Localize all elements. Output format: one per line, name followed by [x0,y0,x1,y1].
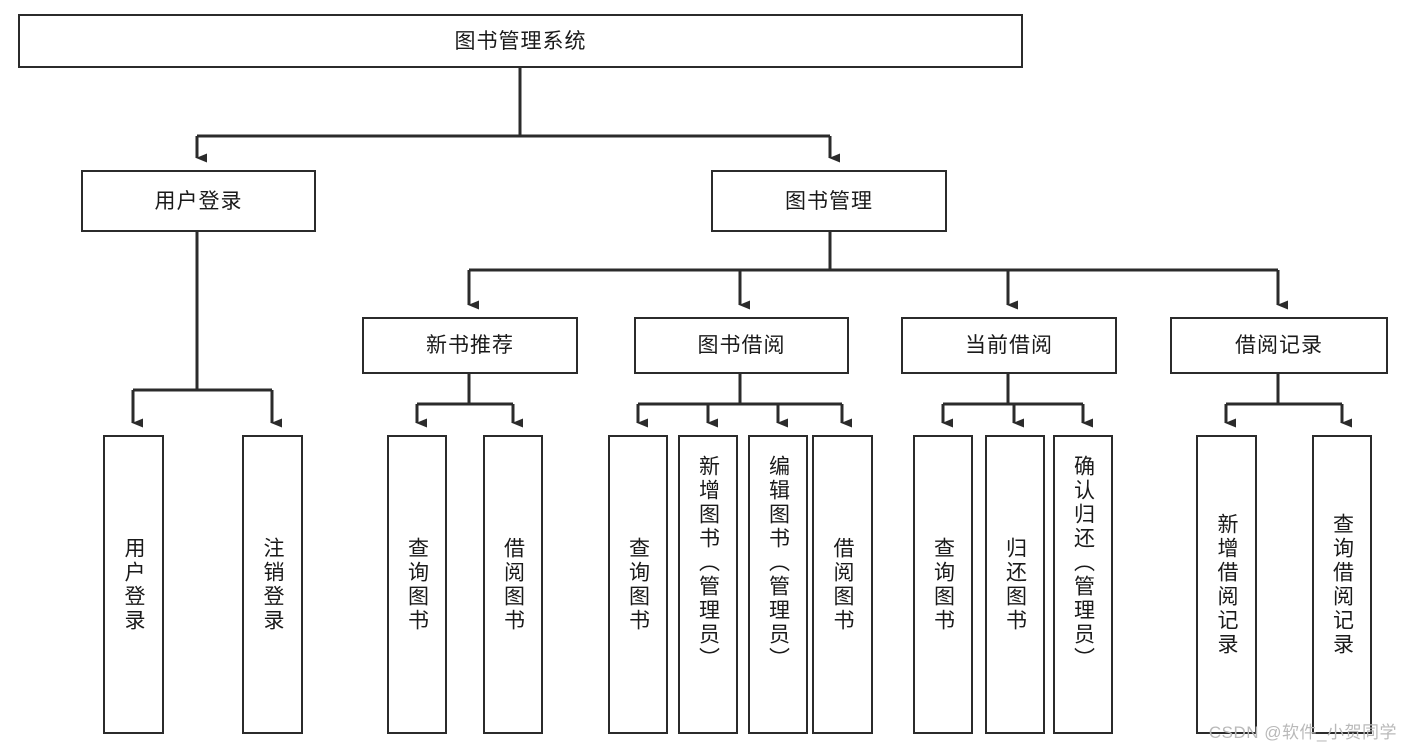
node-new-book-rec-label: 新书推荐 [426,334,514,357]
node-new-book-rec[interactable]: 新书推荐 [362,317,578,374]
node-leaf-confirm-return[interactable]: 确认归还（管理员） [1053,435,1113,734]
connector-borrowrecord-to-leaves [1224,374,1352,428]
node-book-borrow-label: 图书借阅 [697,334,786,357]
node-leaf-edit-book[interactable]: 编辑图书（管理员） [748,435,808,734]
node-leaf-add-book[interactable]: 新增图书（管理员） [678,435,738,734]
connector-currentborrow-to-leaves [941,374,1093,428]
node-borrow-record[interactable]: 借阅记录 [1170,317,1388,374]
node-leaf-user-login-label: 用户登录 [122,536,145,633]
node-leaf-query-record[interactable]: 查询借阅记录 [1312,435,1372,734]
node-leaf-query-book-1[interactable]: 查询图书 [387,435,447,734]
node-leaf-query-book-2[interactable]: 查询图书 [608,435,668,734]
node-user-login[interactable]: 用户登录 [81,170,316,232]
connector-bookmanage-to-level3 [467,232,1288,310]
node-current-borrow-label: 当前借阅 [965,334,1053,357]
connector-root-to-level2 [195,68,840,163]
node-leaf-query-record-label: 查询借阅记录 [1330,512,1354,657]
node-leaf-user-login[interactable]: 用户登录 [103,435,164,734]
node-leaf-query-book-3[interactable]: 查询图书 [913,435,973,734]
node-leaf-borrow-book-2-label: 借阅图书 [831,536,854,633]
node-leaf-borrow-book-2[interactable]: 借阅图书 [812,435,873,734]
connector-userlogin-to-leaves [131,232,282,428]
connector-bookborrow-to-leaves [636,374,852,428]
node-leaf-query-book-1-label: 查询图书 [405,536,429,633]
node-user-login-label: 用户登录 [154,189,243,213]
node-book-manage-label: 图书管理 [785,189,873,213]
node-leaf-return-book-label: 归还图书 [1003,536,1027,633]
node-leaf-query-book-3-label: 查询图书 [931,536,955,633]
node-leaf-edit-book-label: 编辑图书（管理员） [766,455,790,671]
node-leaf-add-book-label: 新增图书（管理员） [696,455,720,671]
node-leaf-add-record[interactable]: 新增借阅记录 [1196,435,1257,734]
node-book-manage[interactable]: 图书管理 [711,170,947,232]
node-leaf-confirm-return-label: 确认归还（管理员） [1071,455,1095,671]
node-borrow-record-label: 借阅记录 [1235,334,1323,357]
node-leaf-add-record-label: 新增借阅记录 [1215,512,1238,657]
node-book-borrow[interactable]: 图书借阅 [634,317,849,374]
node-leaf-return-book[interactable]: 归还图书 [985,435,1045,734]
node-root-label: 图书管理系统 [454,29,587,53]
node-root[interactable]: 图书管理系统 [18,14,1023,68]
node-current-borrow[interactable]: 当前借阅 [901,317,1117,374]
connector-newbook-to-leaves [415,374,523,428]
node-leaf-query-book-2-label: 查询图书 [626,536,650,633]
node-leaf-borrow-book-1[interactable]: 借阅图书 [483,435,543,734]
node-leaf-user-logout-label: 注销登录 [261,536,284,633]
node-leaf-borrow-book-1-label: 借阅图书 [501,536,525,633]
node-leaf-user-logout[interactable]: 注销登录 [242,435,303,734]
